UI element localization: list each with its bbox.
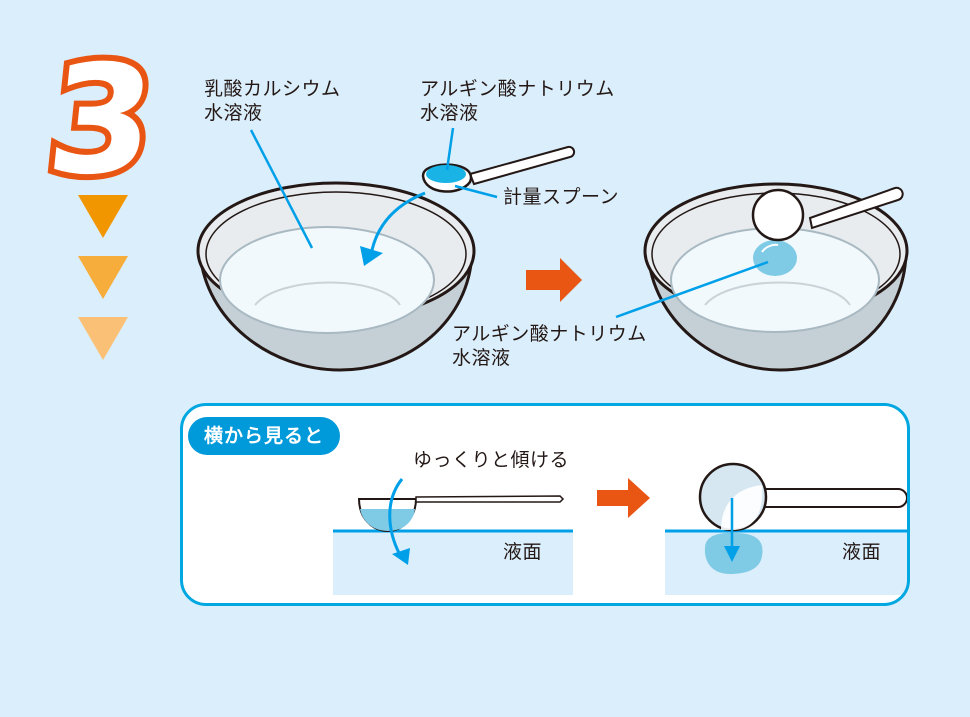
down-arrow-icon-2 [78,256,128,299]
surface-label-right: 液面 [842,541,882,563]
bowl-with-drop [615,182,909,372]
side-view-panel [180,403,910,606]
calcium-lactate-label-line1: 乳酸カルシウム [204,78,341,100]
calcium-lactate-label-line2: 水溶液 [204,102,263,124]
tilt-arrow-icon [392,548,410,565]
surface-label-left: 液面 [503,541,543,563]
right-arrow-icon-top [526,258,582,302]
down-arrow-icon-3 [78,317,128,360]
side-view-tilting [333,478,573,595]
measuring-spoon-top [360,127,576,266]
leader-line-drop [615,260,769,319]
step-number-glyph: 3 [40,33,163,208]
side-view-drop [665,462,908,595]
drop-label-line2: 水溶液 [452,347,511,369]
tilt-instruction: ゆっくりと傾ける [413,449,570,471]
drop-arrow-icon [724,546,740,562]
measuring-spoon-label: 計量スプーン [503,186,620,208]
right-arrow-icon-side [597,478,650,518]
down-arrow-icon-1 [78,195,128,238]
step-number-3: 3 [34,27,169,214]
sodium-alginate-label-line2: 水溶液 [420,102,479,124]
pour-arrow-icon [360,246,383,266]
leader-line-calcium [249,129,314,249]
bowl-calcium-lactate [196,129,476,372]
sodium-alginate-label-line1: アルギン酸ナトリウム [420,78,615,100]
drop-label-line1: アルギン酸ナトリウム [452,323,647,345]
side-view-badge: 横から見ると [188,417,341,455]
